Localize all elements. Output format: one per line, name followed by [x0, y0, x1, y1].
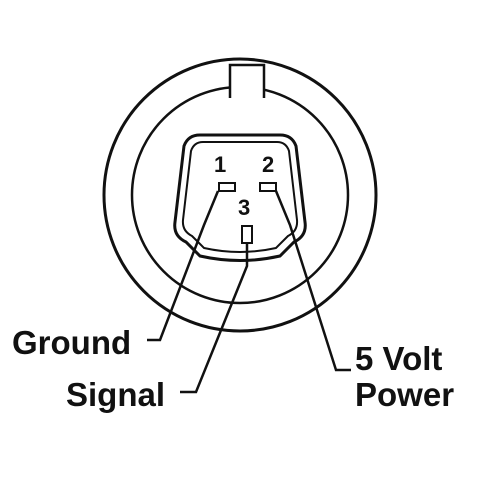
- power-leader-line: [274, 190, 351, 372]
- power-label-line1: 5 Volt: [355, 340, 442, 377]
- pin-3-contact: [241, 225, 253, 244]
- power-label-line2: Power: [355, 376, 454, 413]
- pin-3-number: 3: [238, 195, 250, 220]
- pin-1-number: 1: [214, 152, 226, 177]
- pin-housing-outer: [173, 133, 307, 262]
- signal-leader-line: [180, 243, 249, 394]
- pin-housing-inner: [181, 141, 299, 253]
- pin-1-contact: [218, 182, 236, 192]
- pin-2-contact: [259, 182, 277, 192]
- pin-2-number: 2: [262, 152, 274, 177]
- ground-leader-line: [147, 190, 220, 342]
- signal-label: Signal: [66, 376, 165, 413]
- ground-label: Ground: [12, 324, 131, 361]
- connector-key-tab: [228, 63, 266, 98]
